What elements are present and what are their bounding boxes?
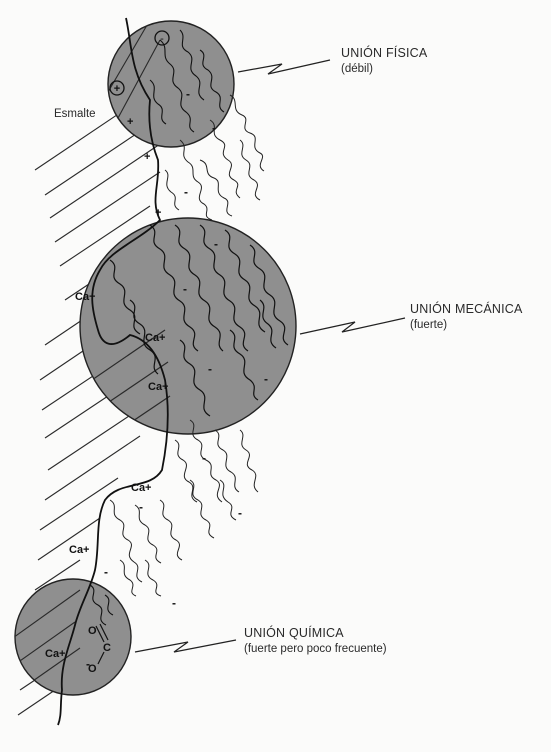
ca-ion: Ca+	[75, 291, 96, 303]
minus-charge: -	[202, 451, 206, 465]
circled-plus-text: +	[114, 83, 120, 95]
chemical-bond-subtitle: (fuerte pero poco frecuente)	[244, 643, 387, 655]
ca-ion: Ca+	[45, 648, 66, 660]
mechanical-bond-title: UNIÓN MECÁNICA	[410, 302, 523, 316]
plus-charge: +	[155, 207, 161, 219]
leader-physical	[238, 60, 330, 74]
ca-ion: Ca+	[69, 544, 90, 556]
mechanical-bond-subtitle: (fuerte)	[410, 319, 447, 331]
adhesive-squiggle	[120, 560, 136, 596]
hatch-line	[40, 478, 118, 530]
minus-charge: -	[212, 121, 216, 135]
minus-charge: -	[238, 506, 242, 520]
enamel-label: Esmalte	[54, 108, 96, 120]
adhesive-squiggle	[145, 560, 161, 596]
minus-charge: -	[214, 237, 218, 251]
minus-charge: -	[86, 657, 90, 671]
plus-charge: +	[127, 116, 133, 128]
minus-charge: -	[139, 500, 143, 514]
minus-charge: -	[208, 362, 212, 376]
hatch-line	[18, 688, 58, 715]
ca-ion: Ca+	[131, 482, 152, 494]
chemical-bond-title: UNIÓN QUÍMICA	[244, 626, 344, 640]
circled-minus-text: -	[160, 33, 164, 45]
minus-charge: -	[183, 282, 187, 296]
hatch-line	[45, 436, 140, 500]
adhesive-squiggle	[110, 500, 142, 582]
adhesive-squiggle	[165, 170, 179, 210]
oxygen-atom: O	[88, 625, 97, 637]
physical-bond-title: UNIÓN FÍSICA	[341, 46, 427, 60]
physical-bond-subtitle: (débil)	[341, 63, 373, 75]
carbon-atom: C	[103, 642, 111, 654]
leader-mechanical	[300, 318, 405, 334]
plus-charge: +	[144, 151, 150, 163]
adhesive-squiggle	[175, 440, 197, 502]
adhesive-squiggle	[220, 480, 236, 520]
leader-chemical	[135, 640, 236, 652]
adhesive-squiggle	[230, 95, 264, 171]
minus-charge: -	[104, 565, 108, 579]
minus-charge: -	[186, 87, 190, 101]
minus-charge: -	[172, 596, 176, 610]
adhesive-squiggle	[180, 140, 212, 220]
ca-ion: Ca+	[145, 332, 166, 344]
adhesive-squiggle	[240, 140, 260, 200]
minus-charge: -	[264, 372, 268, 386]
adhesive-squiggle	[240, 430, 258, 492]
ca-ion: Ca+	[148, 381, 169, 393]
minus-charge: -	[184, 185, 188, 199]
adhesive-squiggle	[190, 480, 214, 538]
adhesive-squiggle	[160, 500, 182, 560]
adhesive-squiggle	[200, 160, 232, 216]
circle-chemical-bond	[15, 579, 131, 695]
